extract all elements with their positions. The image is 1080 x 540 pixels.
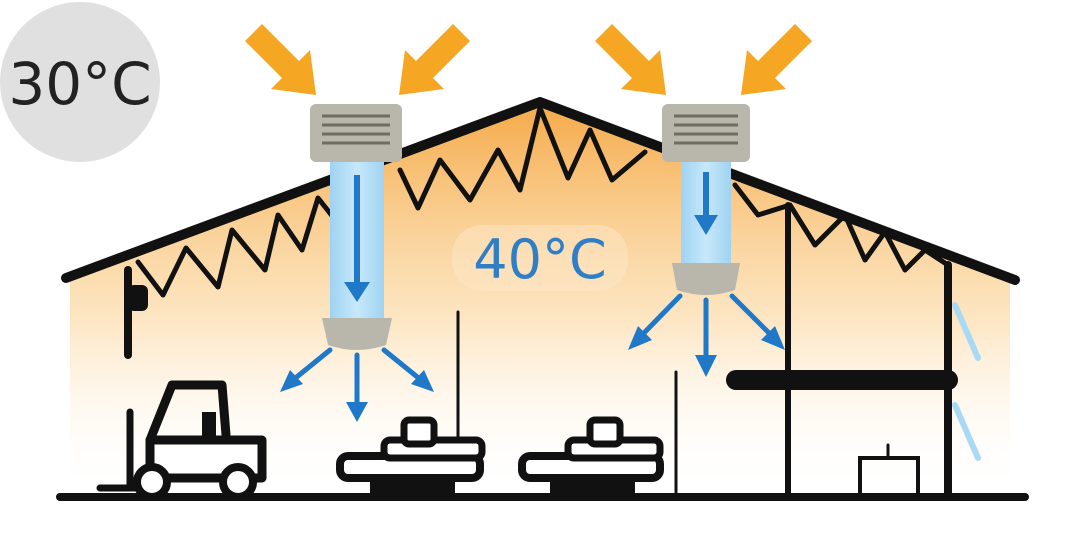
forklift-icon: [96, 380, 267, 501]
air-flow-arrow-icon: [694, 215, 718, 235]
diffuser-right: [672, 263, 740, 295]
roof: [61, 97, 1020, 298]
rooftop-fan-icon: [662, 104, 750, 162]
inside-temperature-badge: 40°C: [452, 225, 628, 291]
outside-temperature-badge: 30°C: [0, 2, 160, 162]
sun-heat-arrows: [245, 24, 812, 95]
wall-windows: [952, 302, 981, 461]
ventilation-duct-right: [672, 150, 740, 295]
roof-truss-middle: [397, 105, 648, 211]
machine-icon: [518, 416, 664, 496]
wall-bracket: [128, 285, 148, 311]
sun-heat-arrow-icon: [595, 24, 666, 95]
ventilation-duct-left: [322, 150, 392, 350]
rooftop-fan-icon: [310, 104, 402, 162]
air-flow-arrow-icon: [695, 355, 717, 377]
air-flow-arrow-icon: [344, 282, 370, 302]
building-structure: [56, 202, 1029, 501]
air-flow-arrow-icon: [628, 326, 652, 350]
sun-heat-arrow-icon: [399, 24, 470, 95]
airflow-arrows-right: [628, 293, 785, 377]
sun-heat-arrow-icon: [245, 24, 316, 95]
air-flow-arrow-icon: [346, 402, 368, 422]
machine-icon: [336, 416, 486, 496]
air-flow-arrow-icon: [761, 326, 785, 350]
roof-truss-right: [732, 182, 951, 273]
hot-air-zone: [70, 105, 1010, 495]
inside-temperature-label: 40°C: [473, 228, 606, 291]
roof-truss-left: [135, 195, 351, 298]
air-flow-arrow-icon: [411, 370, 434, 392]
outside-temperature-label: 30°C: [8, 50, 151, 118]
air-flow-arrow-icon: [280, 370, 303, 392]
sun-heat-arrow-icon: [741, 24, 812, 95]
airflow-arrows-left: [280, 347, 434, 422]
diffuser-left: [322, 318, 392, 350]
